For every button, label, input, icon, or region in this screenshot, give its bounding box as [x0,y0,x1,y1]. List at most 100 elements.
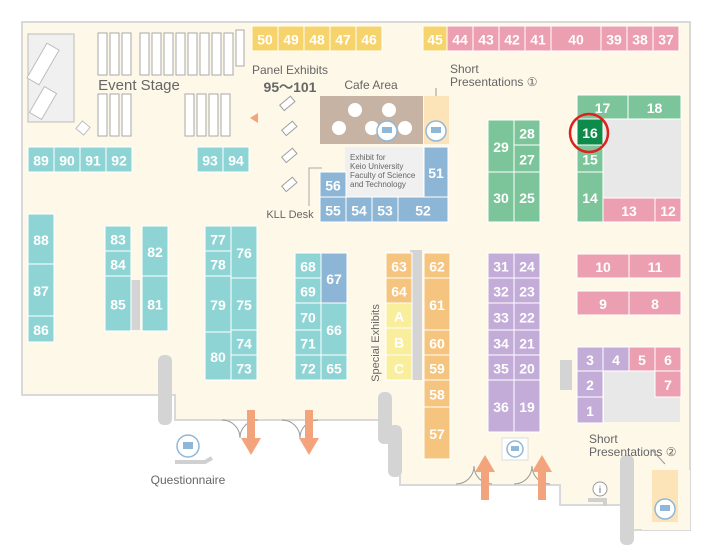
booth-43-number: 43 [478,32,494,48]
booth-80: 80 [204,331,232,381]
booth-82-number: 82 [147,244,163,260]
special-exhibits-label: Special Exhibits [370,304,382,382]
booth-41-tile [524,25,552,52]
booth-64: 64 [385,277,413,304]
booth-54-tile [345,196,373,223]
booth-53-tile [371,196,399,223]
booth-25-number: 25 [519,190,535,206]
booth-90-tile [53,146,81,173]
booth-27-number: 27 [519,152,535,168]
booth-17-number: 17 [595,100,611,116]
booth-31: 31 [487,252,515,279]
booth-51-number: 51 [428,165,444,181]
booth-76-tile [230,225,258,279]
booth-39-number: 39 [606,32,622,48]
doors [221,419,551,485]
booth-69: 69 [294,277,322,304]
questionnaire-icon [175,434,213,464]
booth-62: 62 [423,252,451,279]
booth-88: 88 [27,213,55,265]
booth-39: 39 [600,25,628,52]
booth-50-number: 50 [257,32,273,48]
booth-25-tile [513,171,541,223]
booth-65: 65 [320,354,348,381]
booth-55: 55 [319,196,347,223]
booth-58-number: 58 [429,387,445,403]
booth-68-tile [294,252,322,279]
booth-6: 6 [654,346,682,372]
booth-48: 48 [303,25,331,52]
booth-45: 45 [422,25,448,52]
booth-11: 11 [628,253,682,279]
booth-66-tile [320,302,348,356]
booth-19-tile [513,379,541,433]
short-presentations-2-line2: Presentations ② [589,445,676,459]
booth-12-tile [654,197,682,223]
booth-44-number: 44 [452,32,468,48]
booth-2-tile [576,370,604,398]
booth-14: 14 [576,171,604,223]
booth-49: 49 [277,25,305,52]
booth-72-number: 72 [300,361,316,377]
booth-B: B [385,327,413,356]
booth-14-tile [576,171,604,223]
booth-89: 89 [27,146,55,173]
booth-75-tile [230,277,258,331]
booth-24-tile [513,252,541,279]
booth-50-tile [251,25,279,52]
short-presentations-1-line1: Short [450,62,479,76]
booth-61-number: 61 [429,297,445,313]
booth-54: 54 [345,196,373,223]
panel-exhibit-boards [279,95,298,193]
booth-44: 44 [446,25,474,52]
booth-52-tile [397,196,449,223]
booth-74: 74 [230,329,258,356]
booth-11-tile [628,253,682,279]
booth-78: 78 [204,250,232,277]
booth-24-number: 24 [519,259,535,275]
booth-86: 86 [27,315,55,343]
booth-61: 61 [423,277,451,331]
booth-76: 76 [230,225,258,279]
booth-27: 27 [513,144,541,173]
booth-22: 22 [513,302,541,331]
booth-8-tile [628,290,682,316]
booth-B-number: B [394,335,404,351]
walls [128,250,634,545]
booth-34: 34 [487,329,515,356]
keio-label-2: Keio University [350,162,403,171]
booth-7: 7 [654,370,682,398]
presentation-icon-1 [425,120,447,142]
info-icon: i [588,481,608,506]
booth-3-tile [576,346,604,372]
booth-21: 21 [513,329,541,356]
booth-93: 93 [196,146,224,173]
booth-33-number: 33 [493,310,509,326]
booth-37-tile [652,25,680,52]
booth-5-number: 5 [638,352,646,368]
booth-25: 25 [513,171,541,223]
keio-label-3: Faculty of Science [350,171,416,180]
presentation-icon-cafe [376,120,398,142]
booth-80-tile [204,331,232,381]
short-presentations-2-line1: Short [589,432,618,446]
booth-92: 92 [105,146,133,173]
booth-57: 57 [423,406,451,460]
booth-23-number: 23 [519,284,535,300]
booth-56-number: 56 [325,178,341,194]
event-stage-label: Event Stage [98,77,180,94]
svg-text:i: i [599,485,601,496]
booth-43: 43 [472,25,500,52]
booth-87-tile [27,263,55,317]
booth-64-number: 64 [391,284,407,300]
booth-75-number: 75 [236,297,252,313]
booth-7-number: 7 [664,377,672,393]
booth-92-tile [105,146,133,173]
booth-4: 4 [602,346,630,372]
booth-35: 35 [487,354,515,381]
booth-93-number: 93 [202,153,218,169]
booth-85: 85 [104,275,132,332]
booth-2-number: 2 [586,377,594,393]
booth-16-number: 16 [582,125,598,141]
booth-23-tile [513,277,541,304]
